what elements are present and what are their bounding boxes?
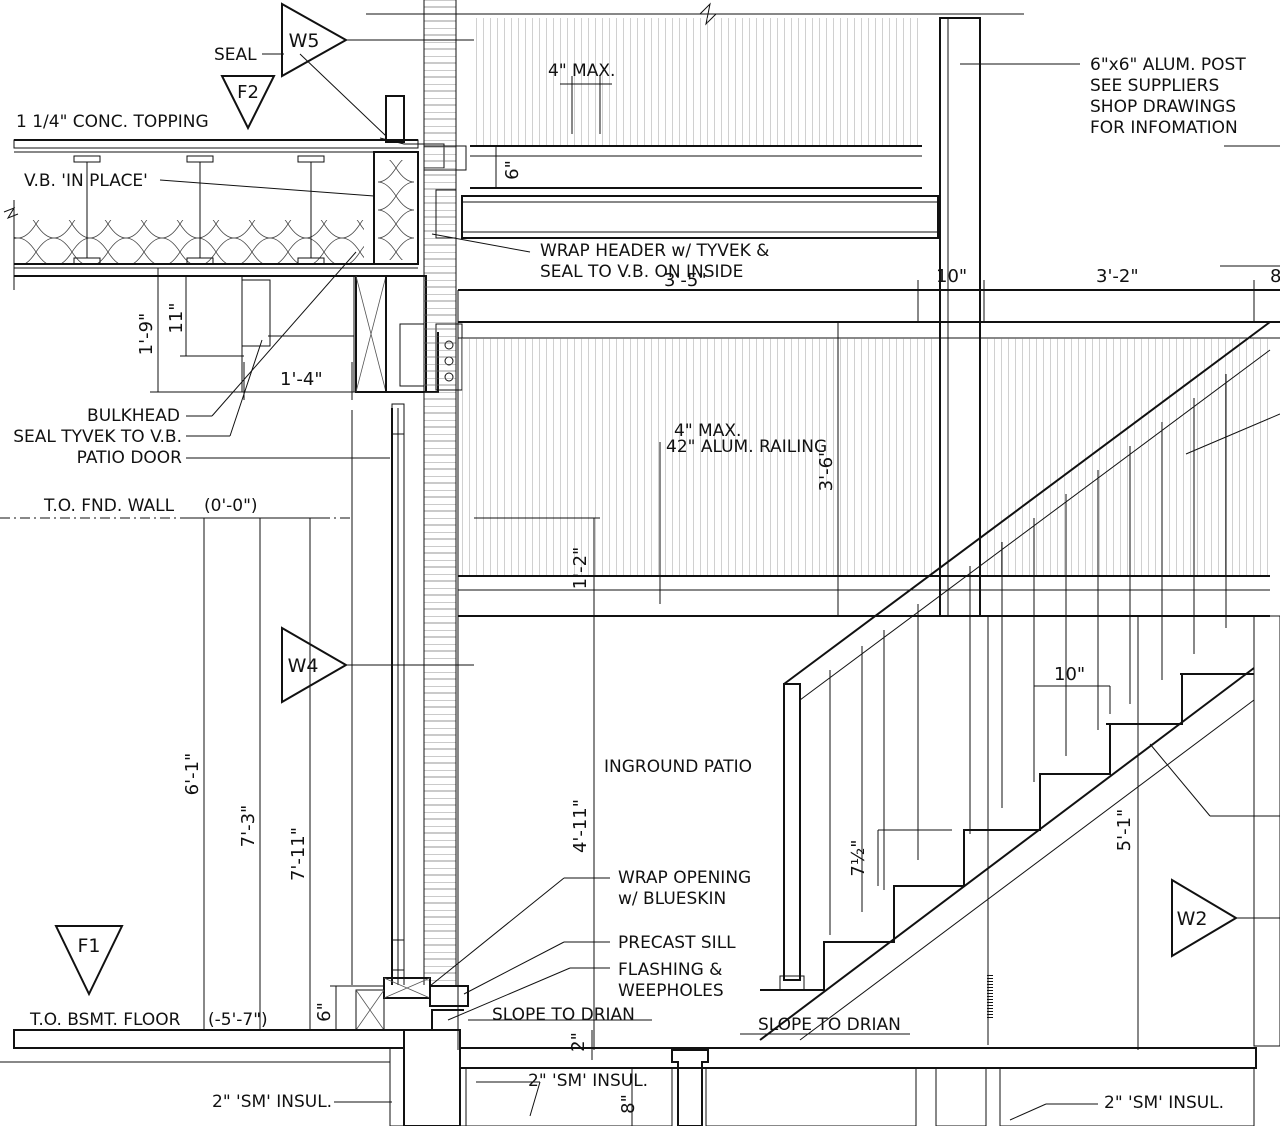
dim-6-sill: 6"	[314, 1002, 335, 1022]
post-note-line-3: SHOP DRAWINGS	[1090, 97, 1236, 117]
slope-label-2: SLOPE TO DRIAN	[758, 1015, 901, 1035]
dim-7-11: 7'-11"	[288, 827, 309, 881]
insul-label-1: 2" 'SM' INSUL.	[212, 1092, 332, 1112]
dim-6-header: 6"	[502, 160, 523, 180]
to-fnd-wall-elevation: (0'-0")	[204, 496, 258, 516]
max-spacing-top: 4" MAX.	[548, 61, 615, 81]
dim-6-1: 6'-1"	[182, 753, 203, 796]
conc-topping-label: 1 1/4" CONC. TOPPING	[16, 112, 209, 132]
wrap-header-label-2: SEAL TO V.B. ON INSIDE	[540, 262, 743, 282]
flashing-label-2: WEEPHOLES	[618, 981, 724, 1001]
dim-7-5-riser: 7½"	[848, 839, 869, 876]
exterior-wall	[351, 0, 939, 1031]
slope-label-1: SLOPE TO DRIAN	[492, 1005, 635, 1025]
tag-w2-text: W2	[1177, 908, 1208, 930]
tag-w4-text: W4	[288, 655, 319, 677]
bulkhead-label: BULKHEAD	[87, 406, 180, 426]
wrap-opening-label-2: w/ BLUESKIN	[618, 889, 726, 909]
dim-1-9: 1'-9"	[136, 313, 157, 356]
insul-label-2: 2" 'SM' INSUL.	[528, 1071, 648, 1091]
dim-3-2: 3'-2"	[1096, 266, 1139, 287]
dim-4-11: 4'-11"	[570, 799, 591, 853]
max-spacing-mid: 4" MAX.	[674, 421, 741, 441]
dim-8-edge: 8	[1270, 266, 1280, 287]
detail-tag-w2: W2	[1171, 878, 1238, 958]
dim-5-1: 5'-1"	[1114, 809, 1135, 852]
guard-railing	[457, 289, 1280, 1050]
seal-label: SEAL	[214, 45, 257, 65]
wrap-header-label-1: WRAP HEADER w/ TYVEK &	[540, 241, 769, 261]
dim-7-3: 7'-3"	[238, 805, 259, 848]
foundation-and-slab	[0, 1029, 1257, 1126]
to-fnd-wall-label: T.O. FND. WALL	[43, 496, 175, 516]
flashing-label-1: FLASHING &	[618, 960, 722, 980]
insul-label-3: 2" 'SM' INSUL.	[1104, 1093, 1224, 1113]
detail-tag-f1: F1	[54, 925, 124, 997]
detail-tag-w5: W5	[281, 2, 349, 78]
dim-3-5: 3'-5"	[664, 270, 707, 291]
dim-10-tread: 10"	[1054, 664, 1085, 685]
post-note-line-2: SEE SUPPLIERS	[1090, 76, 1219, 96]
patio-door-label: PATIO DOOR	[77, 448, 183, 468]
aluminum-post	[939, 17, 981, 617]
vb-in-place-label: V.B. 'IN PLACE'	[24, 171, 148, 191]
exterior-stair	[759, 321, 1280, 1047]
dimension-values: 6" 3'-5" 10" 3'-2" 8 1'-9" 11" 1'-4" 3'-…	[136, 160, 1280, 1114]
to-bsmt-floor-elevation: (-5'-7")	[208, 1010, 268, 1030]
annotations: SEAL 1 1/4" CONC. TOPPING V.B. 'IN PLACE…	[13, 45, 1246, 1113]
dim-1-4: 1'-4"	[280, 369, 323, 390]
dim-1-2: 1'-2"	[570, 547, 591, 590]
leader-lines	[159, 39, 1280, 1121]
precast-sill-label: PRECAST SILL	[618, 933, 736, 953]
tag-f1-text: F1	[77, 935, 100, 957]
dim-10-post: 10"	[936, 266, 967, 287]
dim-3-6: 3'-6"	[816, 449, 837, 492]
post-note-line-4: FOR INFOMATION	[1090, 118, 1238, 138]
dim-8-footing: 8"	[618, 1094, 639, 1114]
inground-patio-label: INGROUND PATIO	[604, 757, 752, 777]
detail-tag-w4: W4	[281, 626, 348, 704]
post-note-line-1: 6"x6" ALUM. POST	[1090, 55, 1246, 75]
tag-f2-text: F2	[237, 82, 259, 103]
tag-w5-text: W5	[289, 30, 320, 52]
dim-2-slab: 2"	[568, 1032, 589, 1052]
floor-assembly	[3, 95, 467, 393]
upper-railing	[366, 2, 1280, 189]
railing-label: 42" ALUM. RAILING	[666, 437, 827, 457]
dim-11: 11"	[166, 302, 187, 333]
detail-tag-f2: F2	[220, 75, 276, 131]
wrap-opening-label-1: WRAP OPENING	[618, 868, 751, 888]
dimension-lines	[0, 76, 1280, 1126]
seal-tyvek-label: SEAL TYVEK TO V.B.	[13, 427, 182, 447]
to-bsmt-floor-label: T.O. BSMT. FLOOR	[29, 1010, 181, 1030]
